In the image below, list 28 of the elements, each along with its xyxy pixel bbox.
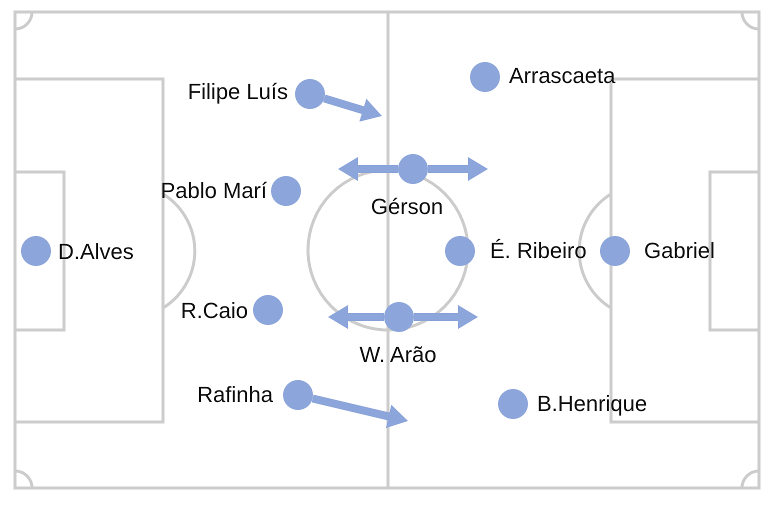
player-name: Rafinha (197, 382, 273, 408)
player-name: Gabriel (644, 238, 715, 264)
player-dot (398, 154, 428, 184)
player-name: Pablo Marí (160, 178, 267, 204)
player-dot (384, 302, 414, 332)
player-name: B.Henrique (537, 392, 648, 416)
player-name: Gérson (370, 194, 444, 220)
player-name: D.Alves (58, 240, 134, 264)
player-dot (498, 389, 528, 419)
player-dot (271, 176, 301, 206)
player-name: R.Caio (180, 298, 248, 324)
player-dot (470, 62, 500, 92)
player-dot (295, 79, 325, 109)
player-name: Filipe Luís (188, 80, 288, 104)
movement-arrow (328, 305, 384, 329)
player-name: W. Arão (359, 342, 437, 368)
player-dot (253, 295, 283, 325)
movement-arrow (323, 94, 382, 122)
player-dot (21, 236, 51, 266)
player-name: Arrascaeta (509, 64, 616, 88)
movement-arrow (414, 305, 478, 329)
player-name: É. Ribeiro (490, 238, 587, 264)
movement-arrow (312, 394, 408, 428)
movement-arrow (338, 157, 398, 181)
player-dot (600, 236, 630, 266)
movement-arrow (428, 157, 488, 181)
player-dot (445, 236, 475, 266)
player-dot (283, 380, 313, 410)
